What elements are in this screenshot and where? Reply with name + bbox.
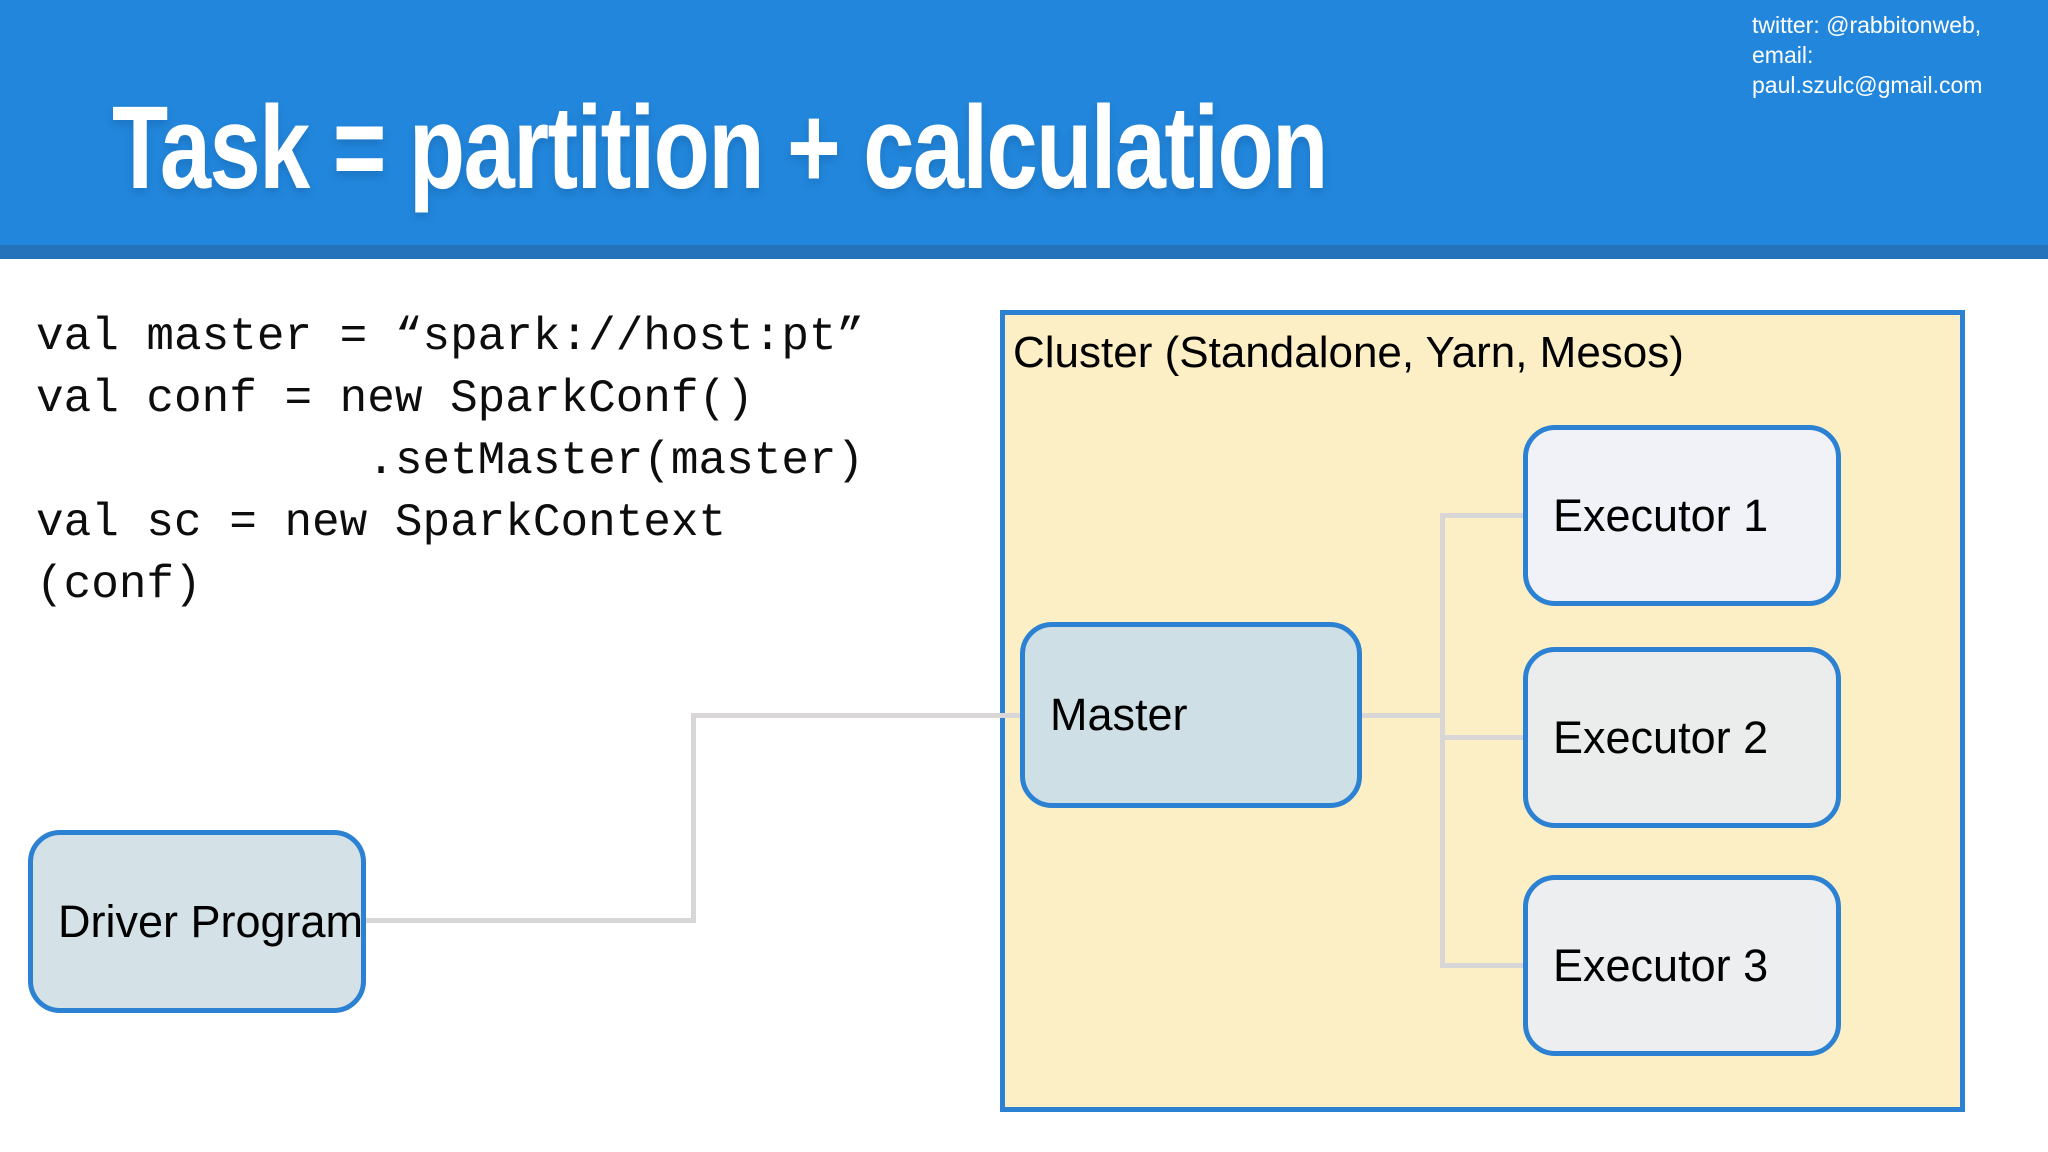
executor-3-node: Executor 3 (1523, 875, 1841, 1056)
code-line: val sc = new SparkContext (36, 497, 727, 549)
driver-program-node: Driver Program (28, 830, 366, 1013)
master-label: Master (1050, 689, 1188, 740)
connector-stub-executor-1 (1440, 513, 1525, 518)
credit-twitter: twitter: @rabbitonweb, (1752, 12, 1982, 38)
connector-driver-elbow (691, 713, 696, 923)
author-credits: twitter: @rabbitonweb, email: paul.szulc… (1752, 10, 2048, 100)
executor-2-label: Executor 2 (1553, 711, 1769, 763)
executor-3-label: Executor 3 (1553, 939, 1769, 991)
code-line: .setMaster(master) (36, 435, 865, 487)
connector-driver-to-master (691, 713, 1022, 718)
slide-title: Task = partition + calculation (112, 82, 1328, 214)
code-line: val conf = new SparkConf() (36, 373, 754, 425)
driver-program-label: Driver Program (58, 895, 364, 947)
master-node: Master (1020, 622, 1362, 808)
connector-stub-executor-2 (1440, 735, 1525, 740)
connector-driver-out (365, 918, 696, 923)
credit-email: email: paul.szulc@gmail.com (1752, 42, 1983, 98)
header-band: Task = partition + calculation twitter: … (0, 0, 2048, 245)
executor-1-label: Executor 1 (1553, 489, 1769, 541)
connector-master-out (1362, 713, 1445, 718)
code-snippet: val master = “spark://host:pt” val conf … (36, 306, 864, 616)
connector-executor-branch (1440, 513, 1445, 968)
code-line: (conf) (36, 559, 202, 611)
executor-1-node: Executor 1 (1523, 425, 1841, 606)
executor-2-node: Executor 2 (1523, 647, 1841, 828)
cluster-label: Cluster (Standalone, Yarn, Mesos) (1013, 328, 1684, 377)
code-line: val master = “spark://host:pt” (36, 311, 865, 363)
header-accent-stripe (0, 245, 2048, 259)
connector-stub-executor-3 (1440, 963, 1525, 968)
